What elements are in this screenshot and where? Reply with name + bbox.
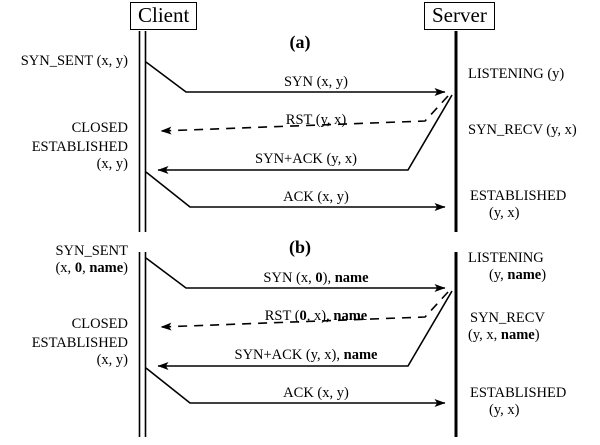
arrow-rst-a bbox=[160, 95, 449, 135]
arrow-syn-ack-a bbox=[157, 94, 453, 174]
message-ack-b: ACK (x, y) bbox=[283, 385, 349, 401]
state-client-syn-sent-b-line1: SYN_SENT bbox=[55, 243, 128, 259]
arrow-syn-a bbox=[145, 61, 446, 96]
state-server-listening-a: LISTENING (y) bbox=[468, 66, 565, 82]
state-server-established-a-line2: (y, x) bbox=[489, 205, 520, 221]
arrow-ack-a bbox=[145, 171, 446, 211]
state-client-syn-sent-a: SYN_SENT (x, y) bbox=[20, 53, 128, 69]
state-server-established-b-line2: (y, x) bbox=[489, 402, 520, 418]
state-server-syn-recv-a: SYN_RECV (y, x) bbox=[468, 122, 577, 138]
client-timeline-b bbox=[138, 252, 147, 437]
state-server-syn-recv-b-line1: SYN_RECV bbox=[470, 310, 545, 326]
state-server-listening-b-line1: LISTENING bbox=[468, 250, 544, 266]
state-server-syn-recv-b-line2: (y, x, name) bbox=[468, 327, 540, 343]
panel-tag-b: (b) bbox=[289, 237, 311, 257]
arrow-syn-b bbox=[145, 257, 446, 292]
message-syn-ack-a: SYN+ACK (y, x) bbox=[255, 151, 357, 167]
client-timeline-a bbox=[138, 31, 147, 232]
message-syn-ack-b: SYN+ACK (y, x), name bbox=[234, 347, 378, 363]
state-client-established-a-line1: ESTABLISHED bbox=[31, 139, 128, 155]
state-client-closed-a: CLOSED bbox=[71, 120, 128, 136]
state-client-established-b-line1: ESTABLISHED bbox=[31, 335, 128, 351]
message-rst-b: RST (0, x), name bbox=[264, 308, 368, 324]
message-rst-a: RST (y, x) bbox=[285, 112, 347, 128]
state-server-established-a-line1: ESTABLISHED bbox=[470, 188, 567, 204]
message-ack-a: ACK (x, y) bbox=[283, 189, 349, 205]
client-header: Client bbox=[130, 2, 198, 30]
state-client-established-a-line2: (x, y) bbox=[96, 156, 128, 172]
server-header: Server bbox=[424, 2, 495, 30]
panel-tag-a: (a) bbox=[289, 32, 311, 52]
state-server-listening-b-line2: (y, name) bbox=[489, 267, 547, 283]
message-syn-a: SYN (x, y) bbox=[283, 74, 349, 90]
state-client-closed-b: CLOSED bbox=[71, 316, 128, 332]
state-client-established-b-line2: (x, y) bbox=[96, 352, 128, 368]
arrow-syn-ack-b bbox=[157, 290, 453, 370]
message-syn-b: SYN (x, 0), name bbox=[263, 270, 369, 286]
state-server-established-b-line1: ESTABLISHED bbox=[470, 385, 567, 401]
state-client-syn-sent-b-line2: (x, 0, name) bbox=[55, 260, 128, 276]
arrow-ack-b bbox=[145, 367, 446, 407]
arrow-rst-b bbox=[160, 291, 449, 331]
